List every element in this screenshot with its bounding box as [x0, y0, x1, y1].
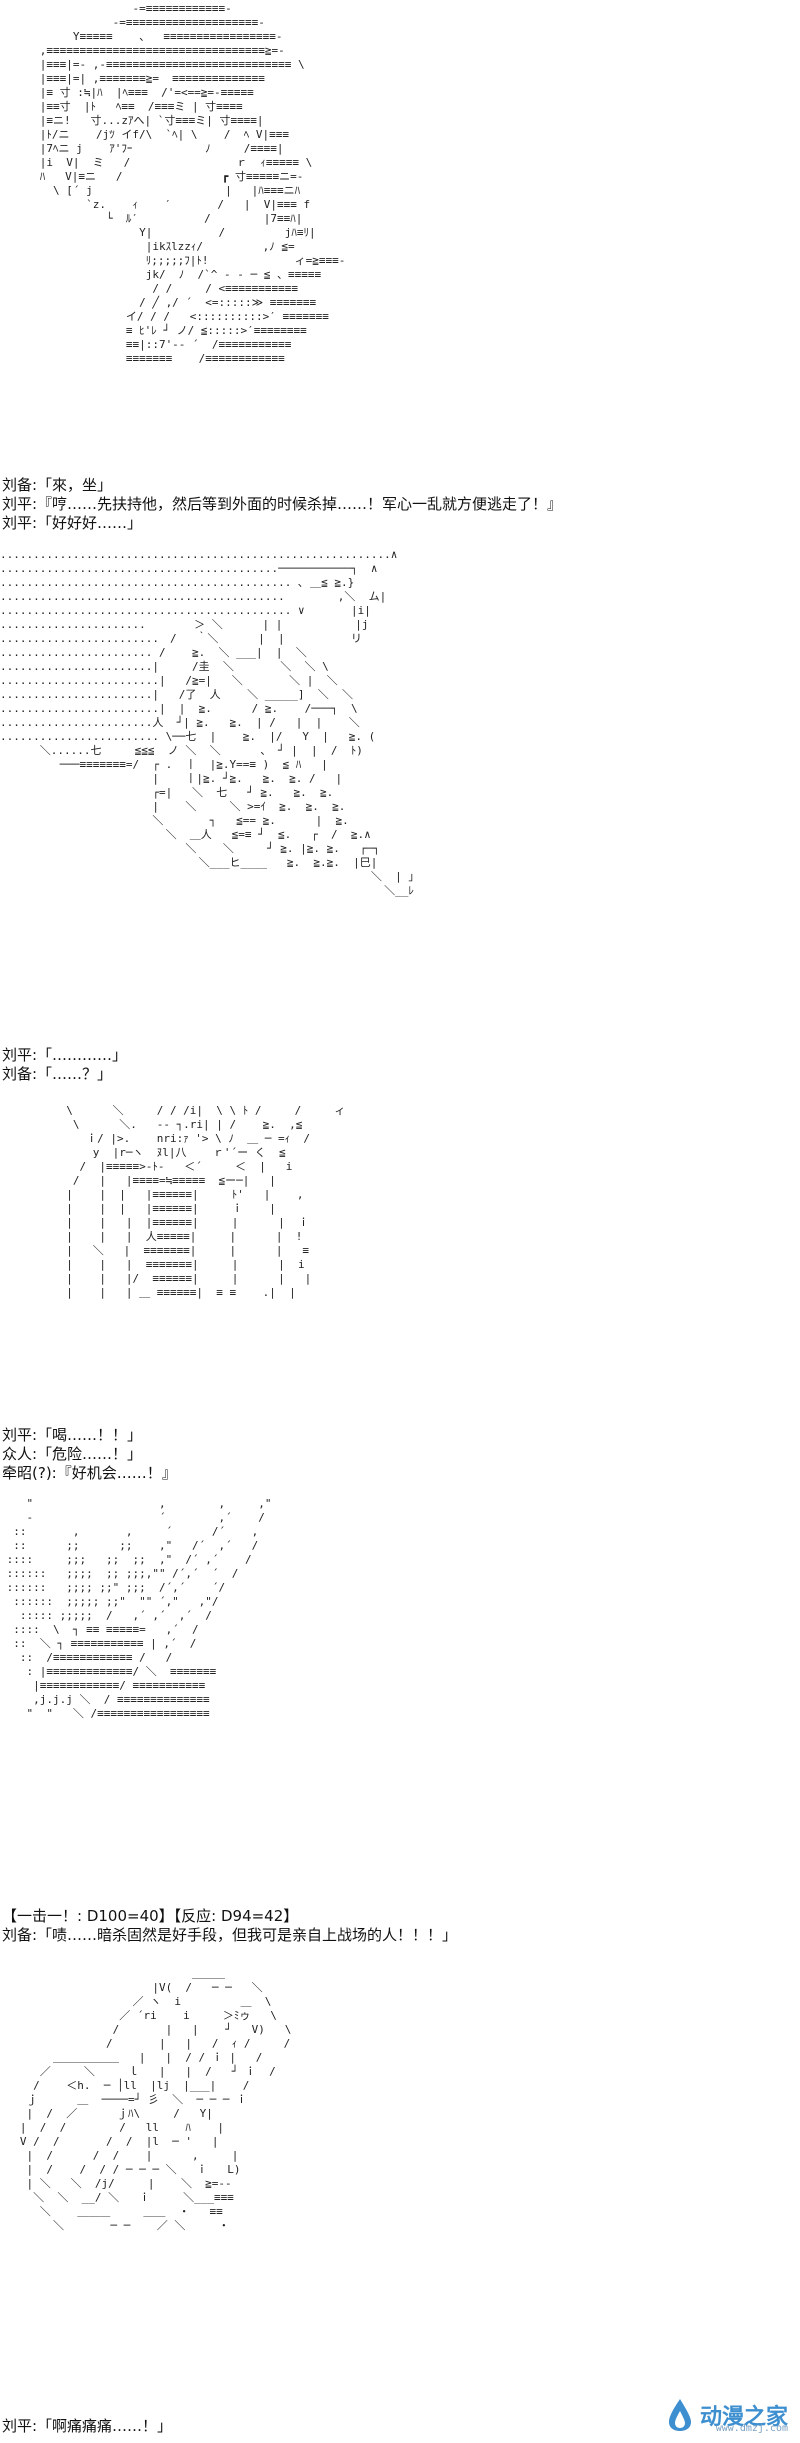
site-watermark: 动漫之家 www.dmzj.com: [666, 2397, 788, 2434]
dialog-line: 牵昭(?):『好机会……！』: [2, 1464, 177, 1482]
dialog-panel-3: 刘平:「喝……！！」 众人:「危险……！」 牵昭(?):『好机会……！』: [2, 1426, 177, 1483]
dialog-line: 刘备:「……？」: [2, 1065, 113, 1083]
dialog-panel-2: 刘平:「…………」 刘备:「……？」: [2, 1046, 127, 1084]
dialog-panel-4: 【一击一！: D100=40】【反应: D94=42】 刘备:「啧……暗杀固然是…: [2, 1907, 457, 1945]
dialog-panel-5: 刘平:「啊痛痛痛……！」: [2, 2417, 172, 2436]
ascii-art-panel-1: -=≡≡≡≡≡≡≡≡≡≡≡≡- -=≡≡≡≡≡≡≡≡≡≡≡≡≡≡≡≡≡≡≡≡- …: [39, 2, 346, 365]
flame-drop-icon: [668, 2399, 691, 2431]
dialog-line: 刘平:「…………」: [2, 1046, 128, 1064]
dialog-line: 刘平:『哼……先扶持他，然后等到外面的时候杀掉……！军心一乱就方便逃走了！』: [2, 495, 563, 513]
panel-1: -=≡≡≡≡≡≡≡≡≡≡≡≡- -=≡≡≡≡≡≡≡≡≡≡≡≡≡≡≡≡≡≡≡≡- …: [0, 0, 800, 533]
dialog-line: 【一击一！: D100=40】【反应: D94=42】: [2, 1907, 299, 1925]
ascii-art-panel-4: " , , ," ‐ ´ ,´ / :: , , ´ /´ , :: ;; ;;…: [6, 1497, 272, 1720]
watermark-url: www.dmzj.com: [715, 2423, 788, 2434]
dialog-line: 刘平:「啊痛痛痛……！」: [2, 2417, 173, 2435]
panel-3: \ ＼ / / /i| \ \ ﾄ / / ィ \ ＼. -‐ ┐.ri| | …: [0, 1100, 800, 1490]
ascii-art-panel-5: ＿＿＿ |V( / ─ ─ ＼ ／ ヽ i ＿ \ ／ ´ri i ＞ﾐゥ \ …: [19, 1967, 292, 2232]
dialog-line: 刘平:「喝……！！」: [2, 1426, 143, 1444]
dialog-line: 众人:「危险……！」: [2, 1445, 143, 1463]
ascii-art-panel-3: \ ＼ / / /i| \ \ ﾄ / / ィ \ ＼. -‐ ┐.ri| | …: [66, 1104, 346, 1299]
dialog-line: 刘备:「啧……暗杀固然是好手段，但我可是亲自上战场的人！！！」: [2, 1926, 458, 1944]
panel-4: " , , ," ‐ ´ ,´ / :: , , ´ /´ , :: ;; ;;…: [0, 1495, 800, 1975]
panel-5: ＿＿＿ |V( / ─ ─ ＼ ／ ヽ i ＿ \ ／ ´ri i ＞ﾐゥ \ …: [0, 1965, 800, 2443]
watermark-title: 动漫之家: [699, 2405, 788, 2430]
panel-2: ........................................…: [0, 540, 800, 1095]
dialog-panel-1: 刘备:「來，坐」 刘平:『哼……先扶持他，然后等到外面的时候杀掉……！军心一乱就…: [2, 476, 562, 533]
dialog-line: 刘备:「來，坐」: [2, 476, 113, 494]
ascii-art-panel-2: ........................................…: [0, 548, 414, 897]
dialog-line: 刘平:「好好好……」: [2, 514, 143, 532]
